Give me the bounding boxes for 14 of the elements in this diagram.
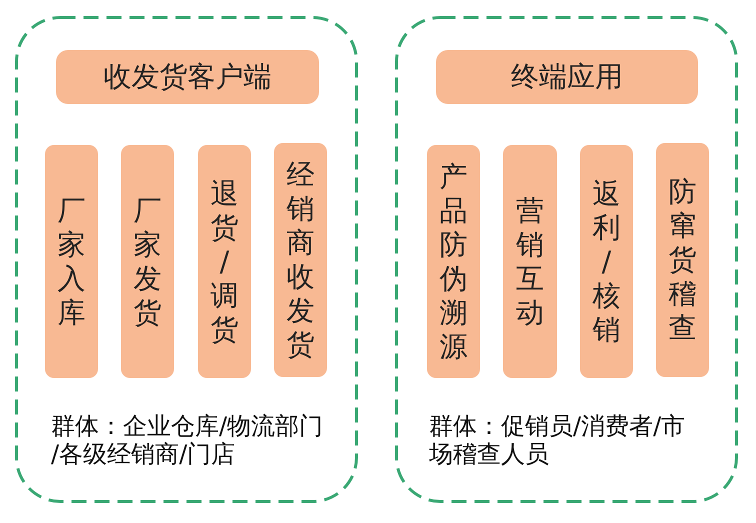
item-box: 防窜货稽查 [656,143,709,377]
item-box: 返利/核销 [580,145,633,378]
item-box: 厂家发货 [121,145,174,378]
dashed-frame [15,16,358,503]
group-description: 群体：促销员/消费者/市场稽查人员 [429,412,686,468]
group-description: 群体：企业仓库/物流部门/各级经销商/门店 [51,412,324,468]
item-box: 产品防伪溯源 [427,145,480,378]
item-box: 退货/调货 [198,145,251,378]
header-box: 终端应用 [436,50,698,104]
dashed-frame [395,16,738,503]
item-box: 营销互动 [503,145,557,378]
header-box: 收发货客户端 [56,50,319,104]
item-box: 经销商收发货 [274,143,327,377]
item-box: 厂家入库 [45,145,98,378]
